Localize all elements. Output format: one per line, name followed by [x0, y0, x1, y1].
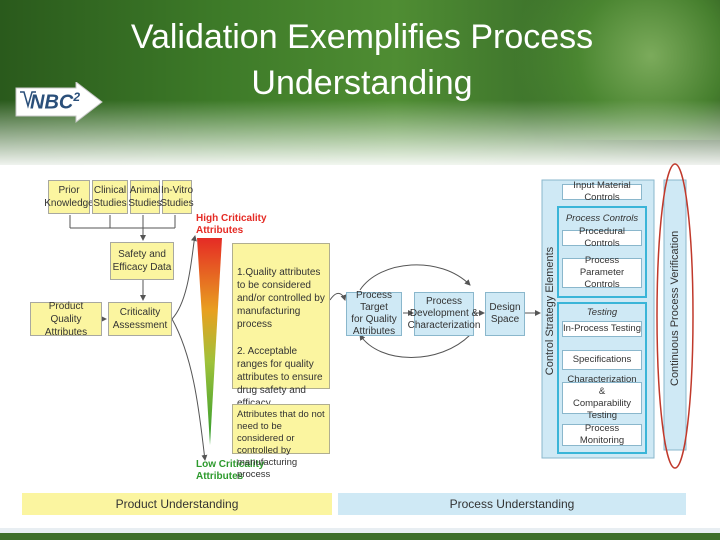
- cpv-highlight-oval: [656, 163, 694, 469]
- design-space-line2: Space: [490, 314, 520, 325]
- in-vitro-line1: In-Vitro: [160, 185, 194, 196]
- slide-header-background: [0, 0, 720, 165]
- in-process-testing-box: In-Process Testing: [562, 321, 642, 337]
- procedural-controls-box: Procedural Controls: [562, 226, 642, 249]
- criticality-line2: Assessment: [112, 320, 168, 331]
- characterization-line2: Comparability Testing: [572, 398, 632, 421]
- quality-attributes-box: 1.Quality attributes to be considered an…: [232, 243, 330, 409]
- high-criticality-line2: Attributes: [196, 225, 244, 236]
- process-monitoring-box: Process Monitoring: [562, 423, 642, 446]
- process-target-line2: for Quality: [351, 314, 397, 325]
- process-param-line2: Controls: [584, 279, 620, 290]
- slide-title: Validation Exemplifies Process Understan…: [100, 14, 624, 106]
- animal-studies-line1: Animal: [129, 185, 161, 196]
- quality-attributes-item1: 1.Quality attributes to be considered an…: [237, 267, 325, 330]
- clinical-studies-line1: Clinical: [93, 185, 127, 196]
- process-target-line3: Attributes: [352, 326, 396, 337]
- clinical-studies-line2: Studies: [93, 198, 127, 209]
- logo-arrow-icon: [15, 82, 103, 124]
- product-understanding-band: Product Understanding: [22, 493, 332, 515]
- footer-green-strip: [0, 533, 720, 540]
- high-criticality-line1: High Criticality: [196, 213, 267, 224]
- product-quality-line2: Attributes: [44, 326, 88, 338]
- low-attributes-text: Attributes that do not need to be consid…: [237, 409, 325, 480]
- process-dev-line2: Development &: [409, 308, 479, 319]
- slide-title-line1: Validation Exemplifies Process: [130, 18, 594, 56]
- control-strategy-label: Control Strategy Elements: [544, 246, 556, 376]
- in-vitro-line2: Studies: [160, 198, 194, 209]
- prior-knowledge-line1: Prior: [58, 185, 80, 196]
- process-controls-header: Process Controls: [565, 213, 639, 224]
- safety-efficacy-line2: Efficacy Data: [112, 262, 172, 273]
- animal-studies-line2: Studies: [128, 198, 162, 209]
- high-criticality-label: High Criticality Attributes: [196, 213, 267, 237]
- process-target-line1: Process Target: [355, 290, 393, 313]
- low-criticality-line1: Low Criticality: [196, 459, 265, 470]
- process-dev-line1: Process: [425, 296, 463, 307]
- criticality-line1: Criticality: [119, 307, 161, 318]
- testing-header: Testing: [586, 307, 618, 318]
- logo: NBC2: [30, 90, 80, 115]
- logo-sup: 2: [73, 90, 81, 104]
- process-dev-line3: Characterization: [407, 320, 481, 331]
- testing-group: [557, 302, 647, 454]
- characterization-testing-box: Characterization &Comparability Testing: [562, 374, 642, 421]
- characterization-line1: Characterization &: [567, 374, 637, 397]
- low-criticality-line2: Attributes: [196, 471, 244, 482]
- quality-attributes-item2: 2. Acceptable ranges for quality attribu…: [237, 346, 323, 409]
- specifications-box: Specifications: [562, 350, 642, 370]
- product-quality-line1: Product Quality: [48, 300, 84, 325]
- header-fade: [0, 100, 720, 165]
- design-space-line1: Design: [489, 302, 521, 313]
- low-attributes-box: Attributes that do not need to be consid…: [232, 404, 330, 480]
- criticality-gradient-triangle: [197, 238, 222, 445]
- slide-title-line2: Understanding: [251, 64, 473, 102]
- cpv-label: Continuous Process Verification: [669, 230, 681, 386]
- process-controls-group: [557, 206, 647, 298]
- prior-knowledge-line2: Knowledge: [44, 198, 94, 209]
- safety-efficacy-line1: Safety and: [118, 249, 166, 260]
- low-criticality-label: Low Criticality Attributes: [196, 459, 264, 483]
- process-param-line1: Process Parameter: [579, 255, 625, 278]
- input-material-controls-box: Input Material Controls: [562, 180, 642, 203]
- process-understanding-band: Process Understanding: [338, 493, 686, 515]
- logo-text: NBC: [30, 91, 74, 114]
- cpv-column: [663, 179, 687, 451]
